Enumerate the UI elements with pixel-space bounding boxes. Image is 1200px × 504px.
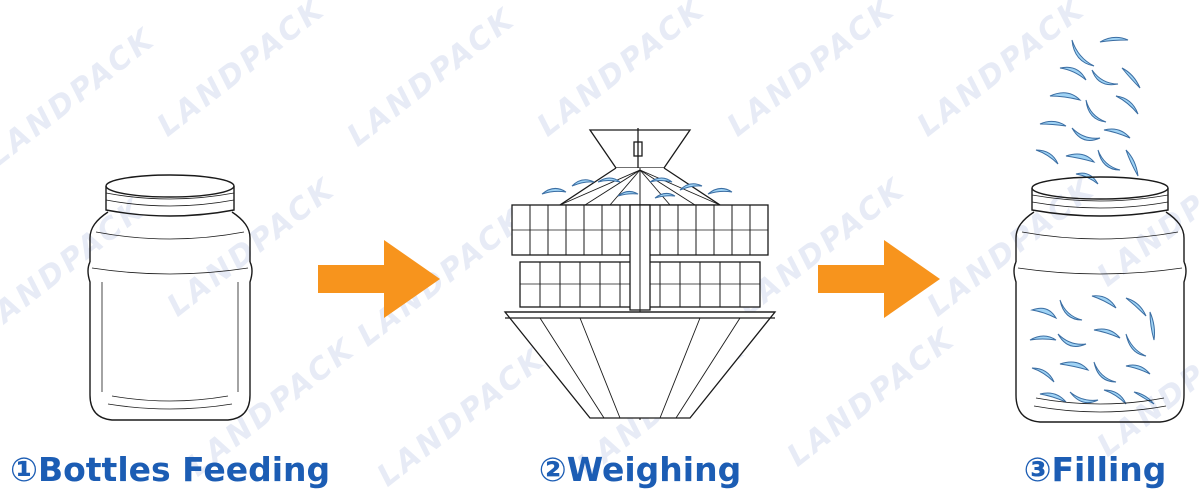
step-text: Bottles Feeding	[37, 450, 331, 489]
multihead-weigher-icon	[503, 128, 777, 420]
step-number: ②	[538, 450, 567, 489]
step-text: Filling	[1051, 450, 1167, 489]
right-arrow-icon	[318, 240, 440, 318]
right-arrow-icon	[818, 240, 940, 318]
step-label-weighing: ②Weighing	[500, 446, 780, 494]
step-number: ①	[10, 450, 38, 489]
step-label-bottles-feeding: ①Bottles Feeding	[10, 446, 330, 494]
filled-jar-icon	[1013, 36, 1187, 423]
step-number: ③	[1023, 450, 1052, 489]
plastic-jar-icon	[87, 174, 253, 421]
step-label-filling: ③Filling	[1000, 446, 1190, 494]
step-text: Weighing	[566, 450, 742, 489]
